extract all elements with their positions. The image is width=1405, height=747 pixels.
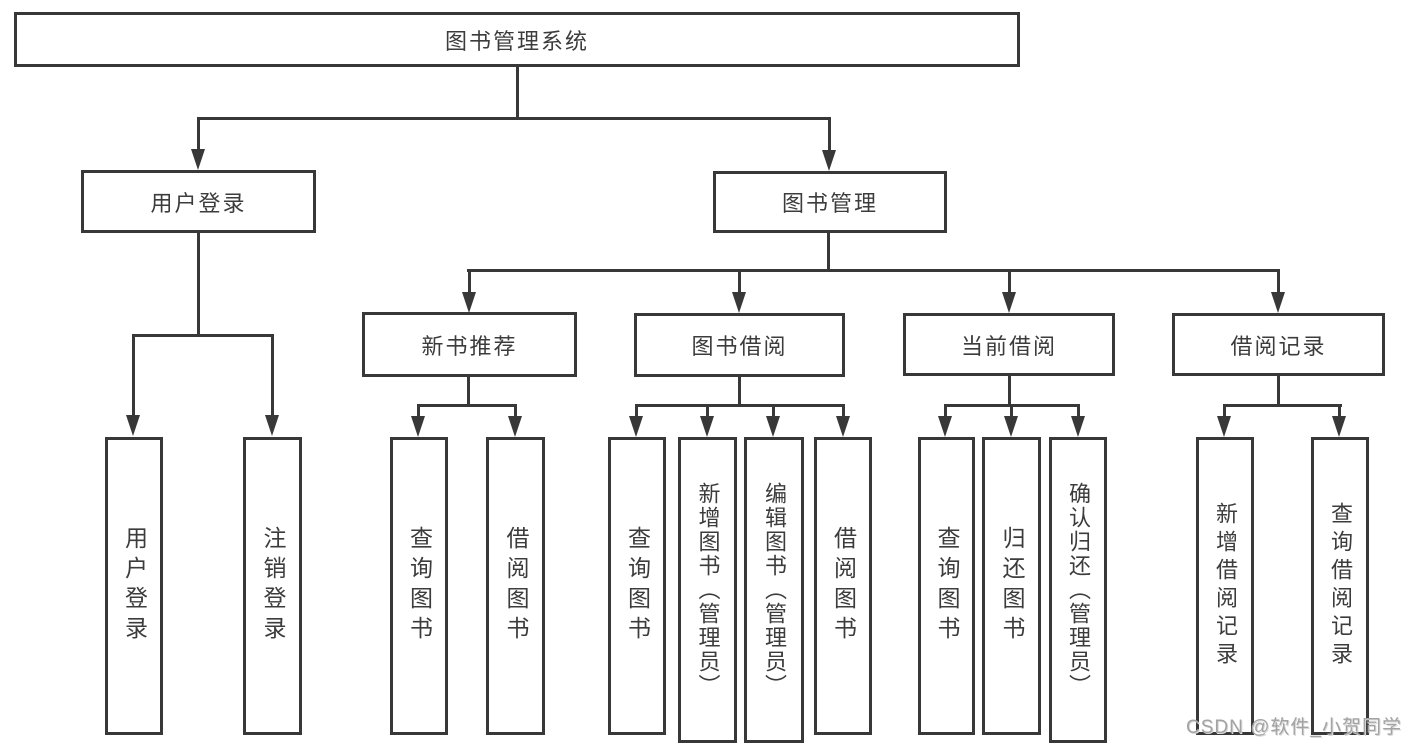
connector-drop-logout-leaf (271, 334, 274, 416)
arrowhead-b1 (629, 416, 643, 437)
connector-drop-b4 (842, 404, 845, 417)
leaf-user-login-label: 用户登录 (121, 526, 148, 646)
arrowhead-b2 (700, 416, 714, 437)
leaf-records-query: 查询借阅记录 (1311, 437, 1369, 735)
connector-drop-new-books (468, 269, 471, 294)
arrowhead-logout-leaf (265, 415, 279, 436)
arrowhead-current-borrow (1002, 292, 1016, 313)
connector-new-books-bar (417, 404, 517, 407)
connector-new-books-trunk (467, 377, 470, 407)
node-borrow-records-label: 借阅记录 (1230, 333, 1327, 359)
connector-drop-user-login (197, 117, 200, 151)
connector-drop-c3 (1077, 404, 1080, 417)
connector-book-borrow-trunk (738, 377, 741, 407)
leaf-borrow-edit-admin: 编辑图书（管理员） (744, 437, 804, 743)
arrowhead-b4 (836, 416, 850, 437)
leaf-current-return-label: 归还图书 (999, 526, 1025, 646)
arrowhead-c1 (938, 416, 952, 437)
leaf-newbooks-query: 查询图书 (390, 437, 448, 735)
leaf-borrow-book: 借阅图书 (814, 437, 872, 735)
connector-drop-a2 (514, 404, 517, 417)
arrowhead-new-books (462, 292, 476, 313)
arrowhead-c3 (1071, 416, 1085, 437)
connector-drop-current-borrow (1008, 269, 1011, 294)
connector-drop-c1 (944, 404, 947, 417)
node-user-login: 用户登录 (81, 170, 316, 233)
node-book-borrow-label: 图书借阅 (691, 334, 788, 359)
leaf-newbooks-borrow-label: 借阅图书 (503, 526, 529, 646)
connector-drop-b1 (635, 404, 638, 417)
leaf-records-add: 新增借阅记录 (1196, 437, 1254, 735)
arrowhead-book-borrow (732, 292, 746, 313)
arrowhead-book-mgmt (822, 150, 836, 171)
leaf-logout: 注销登录 (243, 437, 302, 735)
connector-user-login-trunk (197, 233, 200, 336)
connector-borrow-records-trunk (1277, 376, 1280, 407)
leaf-newbooks-query-label: 查询图书 (406, 526, 433, 646)
leaf-user-login: 用户登录 (105, 437, 163, 735)
connector-drop-b3 (772, 404, 775, 417)
connector-drop-book-mgmt (828, 117, 831, 151)
arrowhead-c2 (1004, 416, 1018, 437)
connector-user-login-bar (132, 334, 274, 337)
node-book-management-label: 图书管理 (781, 191, 878, 216)
connector-drop-borrow-records (1277, 269, 1280, 294)
leaf-current-query: 查询图书 (918, 437, 975, 735)
node-current-borrow-label: 当前借阅 (960, 333, 1057, 359)
node-book-borrow: 图书借阅 (634, 313, 845, 377)
leaf-current-confirm-admin-label: 确认归还（管理员） (1066, 482, 1091, 698)
connector-drop-book-borrow (738, 269, 741, 294)
connector-root-bar (197, 117, 831, 120)
node-book-management: 图书管理 (713, 171, 947, 233)
leaf-logout-label: 注销登录 (260, 526, 286, 646)
node-root-label: 图书管理系统 (444, 28, 589, 54)
arrowhead-a2 (508, 416, 522, 437)
connector-current-borrow-trunk (1008, 376, 1011, 407)
leaf-current-query-label: 查询图书 (934, 526, 960, 646)
connector-drop-a1 (417, 404, 420, 417)
arrowhead-user-login (191, 149, 205, 170)
node-user-login-label: 用户登录 (150, 190, 247, 216)
arrowhead-d1 (1217, 416, 1231, 437)
csdn-watermark: CSDN @软件_小贺同学 (1186, 717, 1402, 738)
arrowhead-b3 (766, 416, 780, 437)
leaf-current-confirm-admin: 确认归还（管理员） (1049, 437, 1107, 743)
arrowhead-borrow-records (1271, 292, 1285, 313)
leaf-borrow-query-label: 查询图书 (624, 526, 651, 646)
leaf-borrow-query: 查询图书 (608, 437, 666, 735)
arrowhead-login-leaf (126, 415, 140, 436)
leaf-borrow-add-admin-label: 新增图书（管理员） (695, 482, 721, 698)
connector-drop-c2 (1010, 404, 1013, 417)
connector-root-trunk (516, 67, 519, 119)
leaf-current-return: 归还图书 (982, 437, 1041, 735)
node-root: 图书管理系统 (14, 12, 1020, 67)
arrowhead-d2 (1332, 416, 1346, 437)
leaf-newbooks-borrow: 借阅图书 (486, 437, 545, 735)
node-new-books-label: 新书推荐 (421, 333, 518, 359)
connector-drop-login-leaf (132, 334, 135, 416)
node-borrow-records: 借阅记录 (1172, 313, 1385, 376)
node-current-borrow: 当前借阅 (903, 313, 1115, 376)
connector-book-borrow-bar (635, 404, 845, 407)
leaf-records-query-label: 查询借阅记录 (1328, 502, 1353, 670)
leaf-records-add-label: 新增借阅记录 (1213, 502, 1238, 670)
leaf-borrow-book-label: 借阅图书 (830, 526, 857, 646)
connector-book-mgmt-trunk (827, 233, 830, 271)
connector-borrow-records-bar (1223, 404, 1342, 407)
arrowhead-a1 (411, 416, 425, 437)
leaf-borrow-edit-admin-label: 编辑图书（管理员） (762, 482, 787, 698)
connector-drop-d1 (1223, 404, 1226, 417)
leaf-borrow-add-admin: 新增图书（管理员） (678, 437, 737, 743)
node-new-books: 新书推荐 (362, 312, 577, 377)
connector-drop-b2 (706, 404, 709, 417)
connector-drop-d2 (1338, 404, 1341, 417)
connector-book-mgmt-bar (467, 269, 1280, 272)
